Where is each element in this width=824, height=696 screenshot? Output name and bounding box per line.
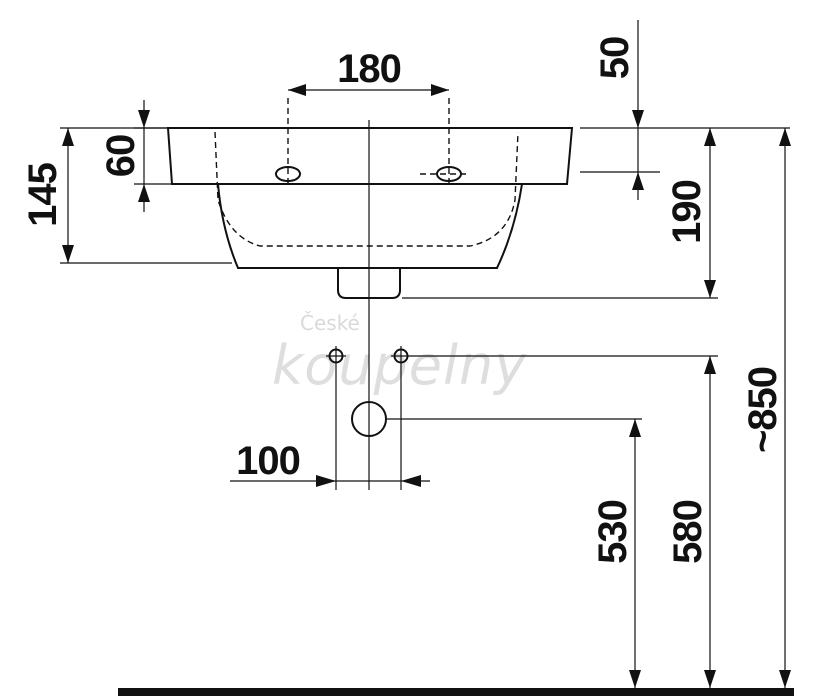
watermark-main-text: koupelny — [272, 334, 527, 397]
dim-100-line — [230, 475, 430, 487]
floor-line — [118, 688, 794, 696]
dim-190-line — [402, 128, 718, 299]
basin-inner-hidden-lines — [214, 98, 519, 247]
dim-580-line — [704, 356, 716, 688]
tap-hole-right — [436, 166, 462, 182]
supply-connection-right — [391, 346, 411, 366]
dim-530-label: 530 — [591, 500, 635, 564]
dim-580-label: 580 — [666, 500, 710, 564]
basin-outline — [166, 127, 574, 299]
dim-180-line — [288, 84, 449, 96]
dim-50-line — [580, 20, 790, 200]
dim-100-label: 100 — [236, 439, 300, 483]
watermark-top-text: České — [300, 311, 360, 335]
dim-180-label: 180 — [337, 47, 401, 91]
dim-850-label: ~850 — [741, 367, 785, 453]
dim-145-line — [60, 127, 232, 264]
dim-60-label: 60 — [99, 135, 143, 178]
dim-190-label: 190 — [665, 180, 709, 244]
dim-530-line — [629, 419, 641, 688]
dim-50-label: 50 — [593, 37, 637, 80]
supply-connection-left — [326, 346, 346, 366]
tap-hole-left — [275, 166, 301, 182]
dim-850-line — [779, 128, 791, 688]
dim-145-label: 145 — [21, 162, 65, 226]
